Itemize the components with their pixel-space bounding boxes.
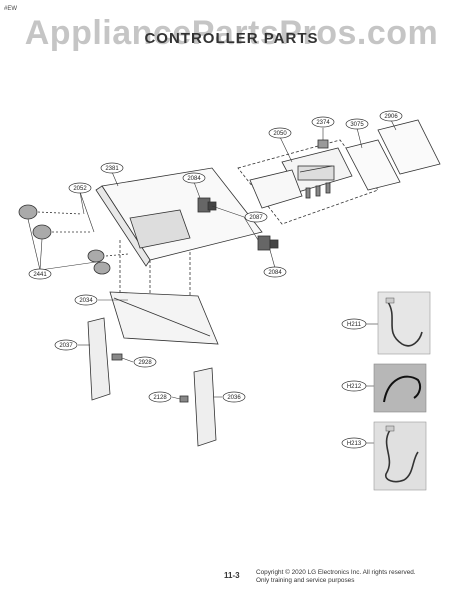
control-board [281,147,353,199]
callout-2374: 2374 [311,116,335,128]
page-number: 11-3 [224,571,240,580]
svg-text:H213: H213 [347,441,362,447]
page-label: #EW [4,6,18,12]
svg-text:2084: 2084 [268,270,282,276]
svg-text:2128: 2128 [153,395,167,401]
callout-2381: 2381 [100,162,124,174]
control-panel [95,167,263,267]
svg-text:2037: 2037 [59,343,73,349]
svg-text:2036: 2036 [227,395,241,401]
harness-photo-h212 [373,363,427,413]
harness-photo-h211 [377,291,431,355]
svg-text:2381: 2381 [105,166,119,172]
knob-group [18,204,111,275]
callout-h212: H212 [341,380,367,392]
callout-2052: 2052 [68,182,92,194]
svg-text:2084: 2084 [187,176,201,182]
svg-text:2441: 2441 [33,272,47,278]
side-bracket-left [87,317,111,401]
callout-2441: 2441 [28,268,52,280]
callout-2037: 2037 [54,339,78,351]
callout-3075: 3075 [345,118,369,130]
svg-text:2374: 2374 [316,120,330,126]
copyright-notice: Copyright © 2020 LG Electronics Inc. All… [256,569,456,585]
svg-text:2906: 2906 [384,114,398,120]
copyright-line-2: Only training and service purposes [256,577,355,584]
overlay-2906 [377,119,441,175]
callout-2084-top: 2084 [182,172,206,184]
callout-2036: 2036 [222,391,246,403]
side-bracket-right [193,367,217,447]
svg-text:3075: 3075 [350,122,364,128]
svg-text:H212: H212 [347,384,362,390]
encoder-right [257,235,271,251]
svg-text:2928: 2928 [138,360,152,366]
svg-text:2050: 2050 [273,131,287,137]
overlay-3075 [345,139,401,191]
callout-2084-bottom: 2084 [263,266,287,278]
callout-2034: 2034 [74,294,98,306]
harness-photo-h213 [373,421,427,491]
svg-text:2052: 2052 [73,186,87,192]
part-2374 [317,139,329,149]
callout-2087: 2087 [244,211,268,223]
display-window [249,169,303,209]
callout-h211: H211 [341,318,367,330]
callout-2128: 2128 [148,391,172,403]
svg-text:H211: H211 [347,322,362,328]
svg-text:2087: 2087 [249,215,263,221]
callout-2050: 2050 [268,127,292,139]
callout-h213: H213 [341,437,367,449]
copyright-line-1: Copyright © 2020 LG Electronics Inc. All… [256,569,416,576]
callout-2906: 2906 [379,110,403,122]
section-title: CONTROLLER PARTS [144,30,319,47]
callout-2928: 2928 [133,356,157,368]
part-2928 [111,353,123,361]
board-assembly-boundary [237,139,379,225]
encoder-right-cap [269,239,279,249]
part-2128 [179,395,189,403]
svg-text:2034: 2034 [79,298,93,304]
watermark: AppliancePartsPros.com [24,14,439,52]
